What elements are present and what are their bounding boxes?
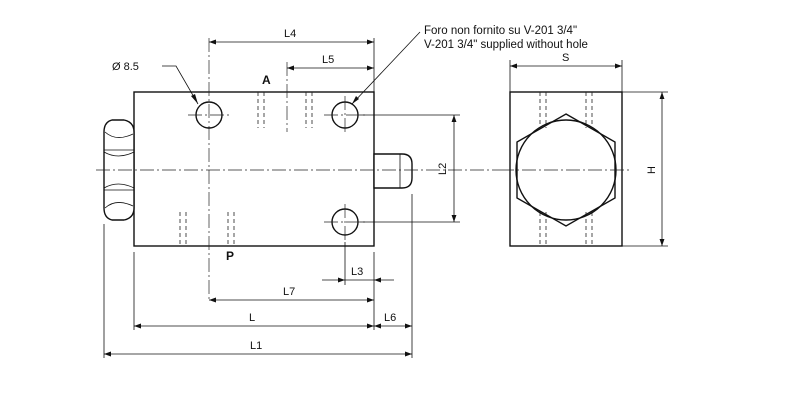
hole-diameter-callout: Ø 8.5 [112, 61, 199, 105]
dim-l7-label: L7 [283, 286, 295, 298]
front-view: A P Ø 8.5 L4 L5 L2 [96, 28, 500, 358]
side-view: S H [500, 52, 668, 247]
hole-note-line1: Foro non fornito su V-201 3/4" [424, 25, 577, 37]
svg-text:Ø 8.5: Ø 8.5 [112, 61, 139, 73]
dim-l6-label: L6 [384, 312, 396, 324]
spigot [373, 153, 413, 189]
dim-l1-label: L1 [250, 340, 262, 352]
valve-body [133, 91, 375, 247]
dim-l3-label: L3 [351, 266, 363, 278]
hole-note-line2: V-201 3/4" supplied without hole [424, 39, 588, 51]
hole-note: Foro non fornito su V-201 3/4" V-201 3/4… [424, 25, 588, 51]
dim-l2-label: L2 [437, 163, 449, 175]
note-leader [351, 31, 421, 105]
dim-l4-label: L4 [284, 28, 296, 40]
side-body [509, 91, 623, 247]
port-p-label: P [226, 249, 234, 263]
dim-l-label: L [249, 312, 255, 324]
port-a-label: A [262, 73, 271, 87]
side-hexagon [516, 113, 616, 227]
dim-h-label: H [646, 166, 658, 174]
hole-bottom-right [324, 204, 366, 240]
hole-top-right [324, 96, 366, 134]
dim-s-label: S [562, 52, 569, 64]
dim-l5-label: L5 [322, 54, 334, 66]
hole-top-left [188, 101, 230, 129]
